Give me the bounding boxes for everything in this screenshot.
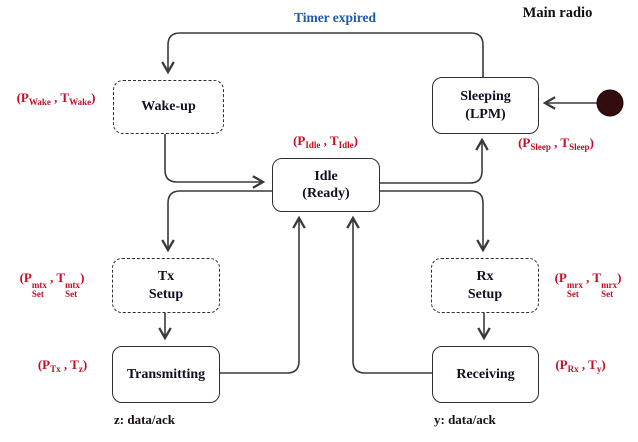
timer-expired-label: Timer expired: [293, 10, 377, 25]
param-label-idle: (PIdle , TIdle): [293, 133, 358, 150]
edge-transmitting-to-idle: [218, 215, 306, 374]
state-label: Idle: [314, 168, 338, 184]
state-label: Setup: [148, 286, 184, 302]
state-label: Transmitting: [126, 366, 206, 382]
initial-state-dot: [596, 89, 624, 117]
note-y-data-ack: y: data/ack: [434, 412, 496, 427]
param-label-tx: (PTx , Tz): [37, 357, 88, 374]
edge-wakeup-to-idle: [164, 132, 266, 189]
edge-idle-to-txsetup: [161, 190, 272, 253]
param-label-rx: (PRx , Ty): [555, 357, 606, 374]
state-label: Wake-up: [141, 99, 196, 115]
page-title: Main radio: [522, 5, 593, 21]
state-label: Rx: [476, 269, 494, 284]
edge-sleeping-to-wakeup-timer: [161, 32, 484, 77]
state-label: (Ready): [302, 186, 350, 201]
edge-idle-to-rxsetup: [378, 190, 490, 253]
state-sleeping: Sleeping (LPM): [432, 77, 539, 134]
state-idle: Idle (Ready): [272, 158, 380, 212]
state-receiving: Receiving: [432, 346, 539, 403]
state-wake-up: Wake-up: [113, 80, 224, 134]
state-label: Sleeping: [460, 89, 511, 104]
state-tx-setup: Tx Setup: [112, 258, 220, 313]
state-label: Setup: [467, 286, 503, 302]
state-label: Tx: [157, 269, 175, 284]
state-rx-setup: Rx Setup: [431, 258, 539, 313]
state-label: (LPM): [465, 106, 506, 122]
state-label: Receiving: [456, 366, 515, 382]
edge-idle-to-sleeping: [378, 137, 489, 184]
param-label-sleep: (PSleep , TSleep): [518, 135, 594, 152]
note-z-data-ack: z: data/ack: [114, 412, 176, 427]
state-transmitting: Transmitting: [112, 346, 220, 403]
param-label-wake: (PWake , TWake): [16, 90, 96, 107]
edge-receiving-to-idle: [346, 215, 432, 374]
